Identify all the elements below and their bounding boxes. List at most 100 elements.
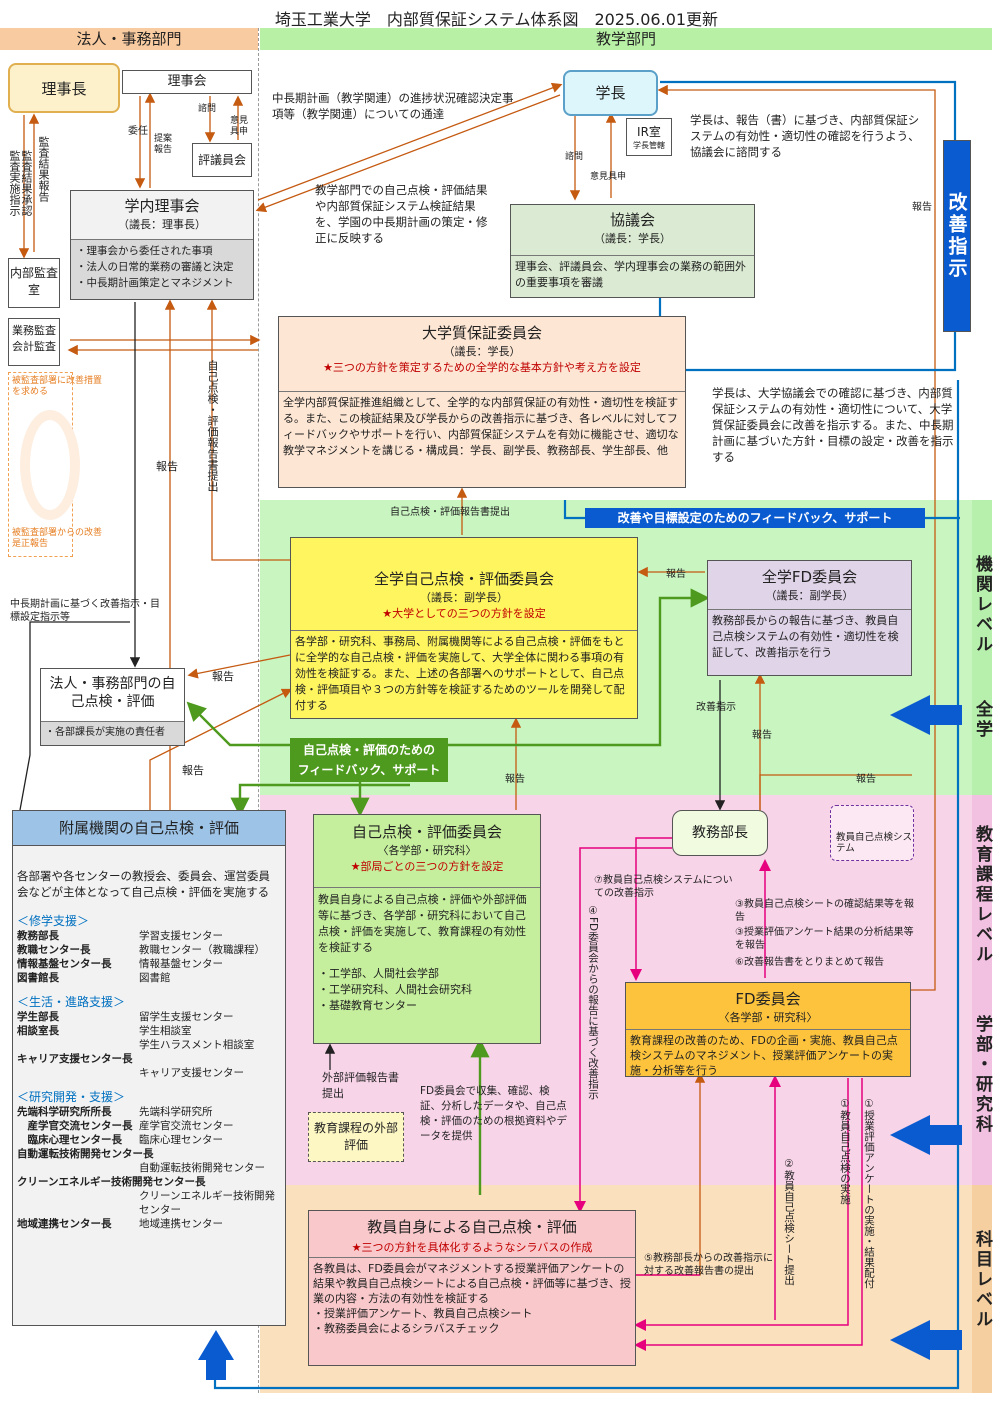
feedback-support: 改善や目標設定のためのフィードバック、サポート (585, 508, 925, 528)
fb-title: 自己点検・評価のための (302, 743, 435, 757)
bukyoku-body: 教員自身による自己点検・評価や外部評価等に基づき、各学部・研究科において自己点検… (318, 893, 527, 954)
fuzoku-row-center: 地域連携センター (139, 1218, 223, 1230)
ir-box[interactable]: IR室 学長管轄 (626, 118, 672, 156)
label-hokoku-right: 報告 (912, 202, 932, 213)
zengaku-box[interactable]: 全学自己点検・評価委員会 （議長：副学長） ★大学としての三つの方針を設定 各学… (290, 537, 638, 719)
kaizen-strip: 改善指示 (943, 140, 971, 332)
label-l1a: ①教員自己点検の実施 (839, 1098, 851, 1205)
label-l3a: ③教員自己点検シートの確認結果等を報告 (735, 899, 914, 923)
fuzoku-row: キャリア支援センター (17, 1066, 281, 1080)
label-hokoku-fd3: 報告 (856, 774, 876, 785)
bukyoku-body-wrap: 教員自身による自己点検・評価や外部評価等に基づき、各学部・研究科において自己点検… (314, 887, 540, 1018)
label-kansa3: 監査結果承認 (20, 150, 33, 216)
qa-note: ★三つの方針を策定するための全学的な基本方針や考え方を設定 (323, 361, 641, 374)
gakunai-box[interactable]: 学内理事会 （議長：理事長） ・理事会から委任された事項 ・法人の日常的業務の審… (70, 190, 254, 300)
fuzoku-row: 臨床心理センター長臨床心理センター (17, 1133, 281, 1147)
naibu-kansa-box[interactable]: 内部監査室 (8, 258, 60, 308)
fd-all-body: 教務部長からの報告に基づき、教員自己点検システムの有効性・適切性を検証して、改善… (708, 609, 911, 664)
label-gaibu-report: 外部評価報告書提出 (322, 1071, 399, 1100)
gakunai-item: ・中長期計画策定とマネジメント (76, 277, 234, 289)
fuzoku-row: 教務部長学習支援センター (17, 929, 281, 943)
fuzoku-row: キャリア支援センター長 (17, 1052, 281, 1066)
qa-title: 大学質保証委員会 (421, 324, 542, 342)
fb-box: 自己点検・評価のための フィードバック、サポート (290, 738, 448, 782)
hyogiin-box[interactable]: 評議員会 (192, 143, 252, 177)
label-kansa1: 監査結果報告 (37, 136, 50, 202)
hojin-self-box[interactable]: 法人・事務部門の自己点検・評価 ・各部課長が実施の責任者 (40, 668, 185, 746)
fuzoku-row-center: 臨床心理センター (139, 1134, 223, 1146)
kyogikai-box[interactable]: 協議会 （議長：学長） 理事会、評議員会、学内理事会の業務の範囲外の重要事項を審… (510, 204, 755, 298)
label-curr-b: 学部・研究科 (972, 1015, 992, 1135)
fuzoku-row-center: 産学官交流センター (139, 1120, 234, 1132)
fuzoku-section-heading: ＜生活・進路支援＞ (17, 995, 126, 1009)
gyomu-kansa-box[interactable]: 業務監査会計監査 (8, 318, 60, 366)
fuzoku-body: 各部署や各センターの教授会、委員会、運営委員会などが主体となって自己点検・評価を… (17, 869, 270, 899)
fuzoku-section-heading: ＜修学支援＞ (17, 914, 90, 928)
zengaku-sub: （議長：副学長） (420, 591, 508, 604)
label-l4: ④FD委員会からの報告に基づく改善指示 (587, 905, 599, 1100)
kyoin-note: ★三つの方針を具体化するようなシラバスの作成 (351, 1241, 593, 1254)
gaibu-box[interactable]: 教育課程の外部評価 (308, 1112, 404, 1162)
kyoin-body-wrap: 各教員は、FD委員会がマネジメントする授業評価アンケートの結果や教員自己点検シー… (309, 1257, 635, 1339)
fuzoku-box[interactable]: 附属機関の自己点検・評価 各部署や各センターの教授会、委員会、運営委員会などが主… (12, 810, 286, 1326)
ir-name: IR室 (637, 125, 661, 139)
gakunai-item: ・理事会から委任された事項 (76, 245, 213, 257)
fuzoku-row-center: 学生ハラスメント相談室 (139, 1039, 255, 1051)
fuzoku-row-center (277, 1147, 281, 1161)
fuzoku-row: 地域連携センター長 地域連携センター (17, 1217, 281, 1231)
kyoin-item: ・教務委員会によるシラバスチェック (313, 1322, 500, 1335)
label-kaizen-shiji: 改善指示 (696, 702, 736, 713)
title: 埼玉工業大学 内部質保証システム体系図 2025.06.01更新 (274, 10, 719, 29)
fd-dept-title: FD委員会 (735, 990, 801, 1008)
fuzoku-row-center: キャリア支援センター (139, 1067, 244, 1079)
fuzoku-row-center (139, 1052, 281, 1066)
kyoin-body: 各教員は、FD委員会がマネジメントする授業評価アンケートの結果や教員自己点検シー… (313, 1262, 631, 1305)
fd-dept-box[interactable]: FD委員会 〈各学部・研究科〉 教育課程の改善のため、FDの企画・実施、教員自己… (625, 982, 911, 1077)
fuzoku-row-center: 学生相談室 (139, 1025, 192, 1037)
gakucho-box[interactable]: 学長 (563, 70, 658, 116)
fuzoku-title: 附属機関の自己点検・評価 (13, 811, 285, 846)
label-chuki: 中長期計画（教学関連）の進捗状況確認決定事項等（教学関連）についての通達 (272, 91, 514, 121)
band-right: 教学部門 (260, 28, 992, 50)
label-shimon2: 諮問 (565, 152, 584, 162)
kyogikai-sub: （議長：学長） (594, 232, 671, 245)
label-fd-data: FD委員会で収集、確認、検証、分析したデータや、自己点検・評価のための根拠資料や… (420, 1085, 567, 1142)
label-l7: ⑦教員自己点検システムについての改善指示 (594, 875, 733, 899)
fuzoku-row-head (17, 1161, 139, 1175)
fuzoku-sections: ＜修学支援＞教務部長学習支援センター教職センター長教職センター（教職課程）情報基… (13, 912, 285, 1231)
hojin-self-title: 法人・事務部門の自己点検・評価 (49, 676, 176, 710)
fuzoku-row: 先端科学研究所所長 先端科学研究所 (17, 1105, 281, 1119)
fuzoku-row-head: 地域連携センター長 (17, 1218, 112, 1230)
kyogikai-title: 協議会 (609, 211, 655, 229)
gakucho-desc2: 学長は、大学協議会での確認に基づき、内部質保証システムの有効性・適切性について、… (712, 386, 954, 464)
label-hokoku-fd2: 報告 (752, 730, 772, 741)
qa-box[interactable]: 大学質保証委員会 （議長：学長） ★三つの方針を策定するための全学的な基本方針や… (278, 316, 686, 488)
fuzoku-row-head: 情報基盤センター長 (17, 958, 112, 970)
fuzoku-row-head: 学生部長 (17, 1011, 59, 1023)
bukyoku-box[interactable]: 自己点検・評価委員会 〈各学部・研究科〉 ★部局ごとの三つの方針を設定 教員自身… (313, 814, 541, 1044)
fuzoku-row-head (17, 1038, 139, 1052)
zengaku-title: 全学自己点検・評価委員会 (373, 570, 554, 588)
fuzoku-row: 学生部長留学生支援センター (17, 1010, 281, 1024)
fuzoku-row-center: 情報基盤センター (139, 958, 223, 970)
fuzoku-row-center: 先端科学研究所 (139, 1106, 213, 1118)
label-hokoku-mid: 報告 (505, 774, 525, 785)
rijicho-box[interactable]: 理事長 (8, 63, 120, 113)
fuzoku-row-head (17, 1189, 139, 1217)
label-iken2: 意見具申 (590, 172, 627, 182)
kyoin-title: 教員自身による自己点検・評価 (367, 1218, 577, 1236)
rijikai-box[interactable]: 理事会 (122, 70, 252, 94)
fuzoku-row: 相談室長 学生相談室 (17, 1024, 281, 1038)
bukyoku-item: ・工学研究科、人間社会研究科 (318, 983, 472, 996)
fuzoku-row-head: 相談室長 (17, 1025, 59, 1037)
bukyoku-item: ・工学部、人間社会学部 (318, 967, 439, 980)
fuzoku-row-head: クリーンエネルギー技術開発センター長 (17, 1176, 206, 1188)
fd-dept-sub: 〈各学部・研究科〉 (718, 1011, 818, 1024)
fd-all-box[interactable]: 全学FD委員会 （議長：副学長） 教務部長からの報告に基づき、教員自己点検システ… (707, 560, 912, 676)
kyomu-box[interactable]: 教務部長 (672, 810, 768, 856)
fuzoku-row-center: 教職センター（教職課程） (139, 944, 265, 956)
fuzoku-row-center (277, 1175, 281, 1189)
kyoin-box[interactable]: 教員自身による自己点検・評価 ★三つの方針を具体化するようなシラバスの作成 各教… (308, 1210, 636, 1366)
fuzoku-row-head: 先端科学研究所所長 (17, 1106, 112, 1118)
label-l6: ⑥改善報告書をとりまとめて報告 (735, 957, 884, 968)
